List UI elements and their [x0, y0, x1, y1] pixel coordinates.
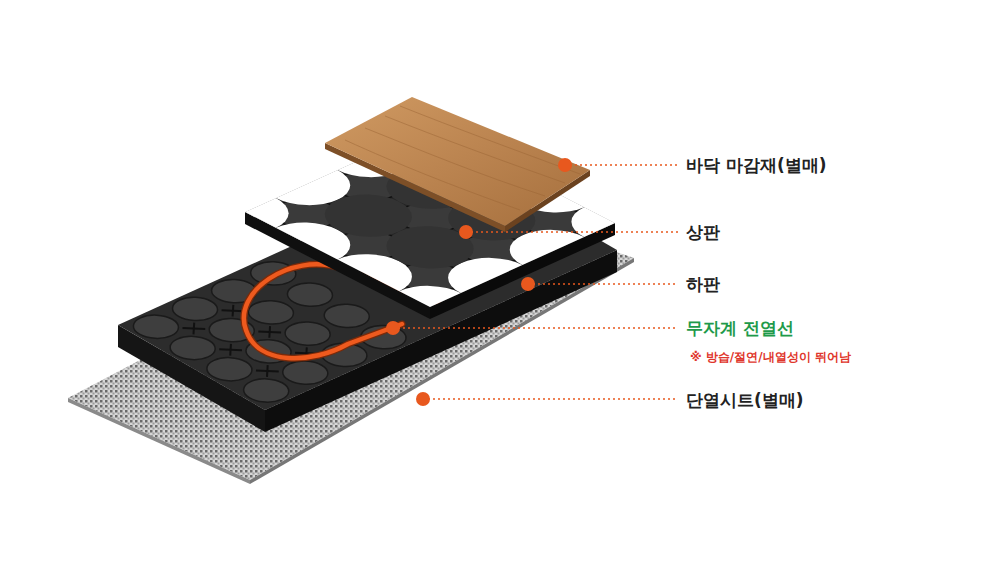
leader-dots — [386, 158, 572, 406]
note-text: ※ 방습/절연/내열성이 뛰어남 — [688, 350, 853, 364]
leader-lines — [393, 165, 678, 399]
bottom-plate — [118, 165, 617, 432]
wood-finish-plank — [325, 97, 590, 232]
part-label: 무자계 전열선 — [684, 318, 796, 338]
part-label: 상판 — [684, 222, 722, 242]
top-plate — [183, 98, 676, 337]
part-label: 하판 — [684, 274, 722, 294]
part-label: 바닥 마감재(별매) — [684, 155, 828, 175]
part-label: 단열시트(별매) — [684, 390, 806, 410]
